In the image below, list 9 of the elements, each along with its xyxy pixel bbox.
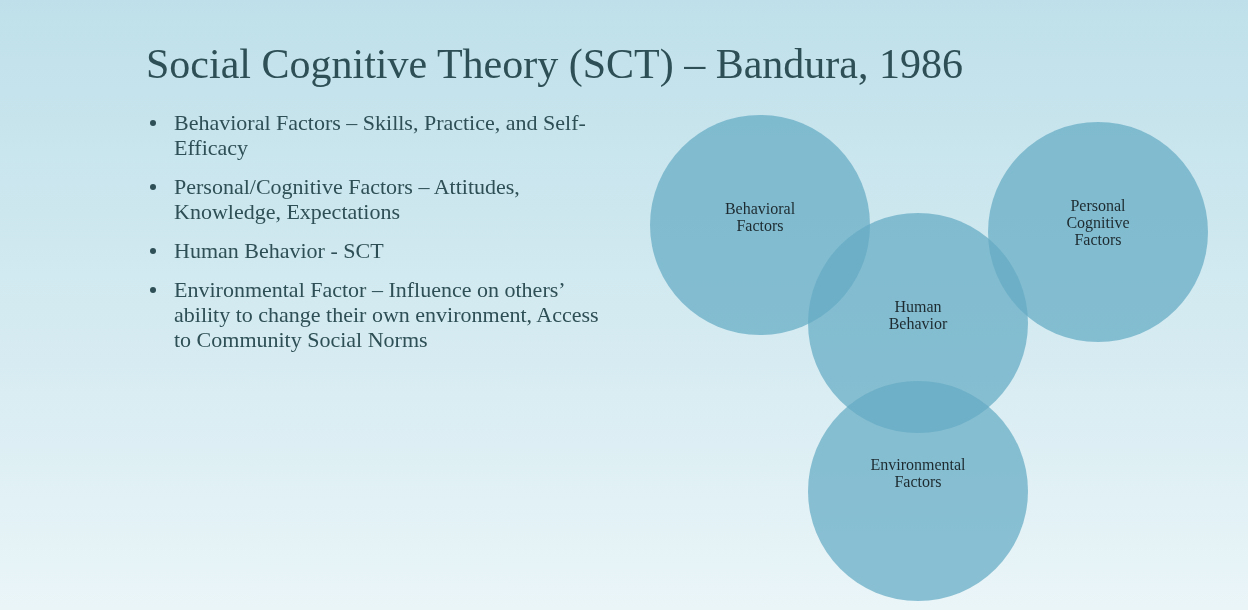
- slide-title: Social Cognitive Theory (SCT) – Bandura, 1986: [146, 40, 963, 88]
- bullet-text: Behavioral Factors – Skills, Practice, and Self-Efficacy: [174, 110, 587, 160]
- bullet-text: Environmental Factor – Influence on others’ ability to change their own environment, Access to Community Social Norms: [174, 277, 600, 352]
- bullet-text: Personal/Cognitive Factors – Attitudes, Knowledge, Expectations: [174, 174, 521, 224]
- node-label: Behavioral Factors: [723, 200, 797, 234]
- node-label: Human Behavior: [887, 298, 949, 332]
- node-label: Personal Cognitive Factors: [1065, 196, 1131, 248]
- node-label: Environmental Factors: [870, 456, 966, 490]
- bullet-text: Human Behavior - SCT: [174, 238, 385, 263]
